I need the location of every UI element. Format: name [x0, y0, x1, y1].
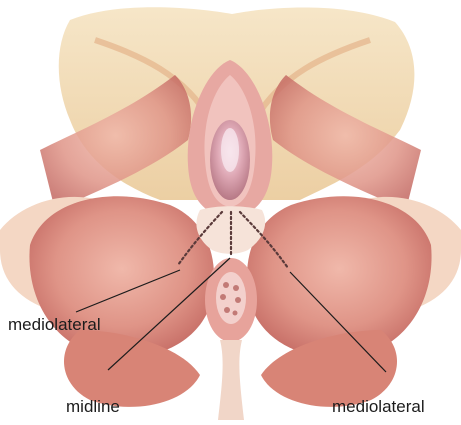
label-mediolateral-left: mediolateral [8, 316, 101, 333]
label-midline: midline [66, 398, 120, 415]
anococcygeal-body [218, 340, 244, 420]
levator-right [247, 196, 432, 357]
vestibule-highlight [221, 128, 239, 172]
label-mediolateral-right: mediolateral [332, 398, 425, 415]
